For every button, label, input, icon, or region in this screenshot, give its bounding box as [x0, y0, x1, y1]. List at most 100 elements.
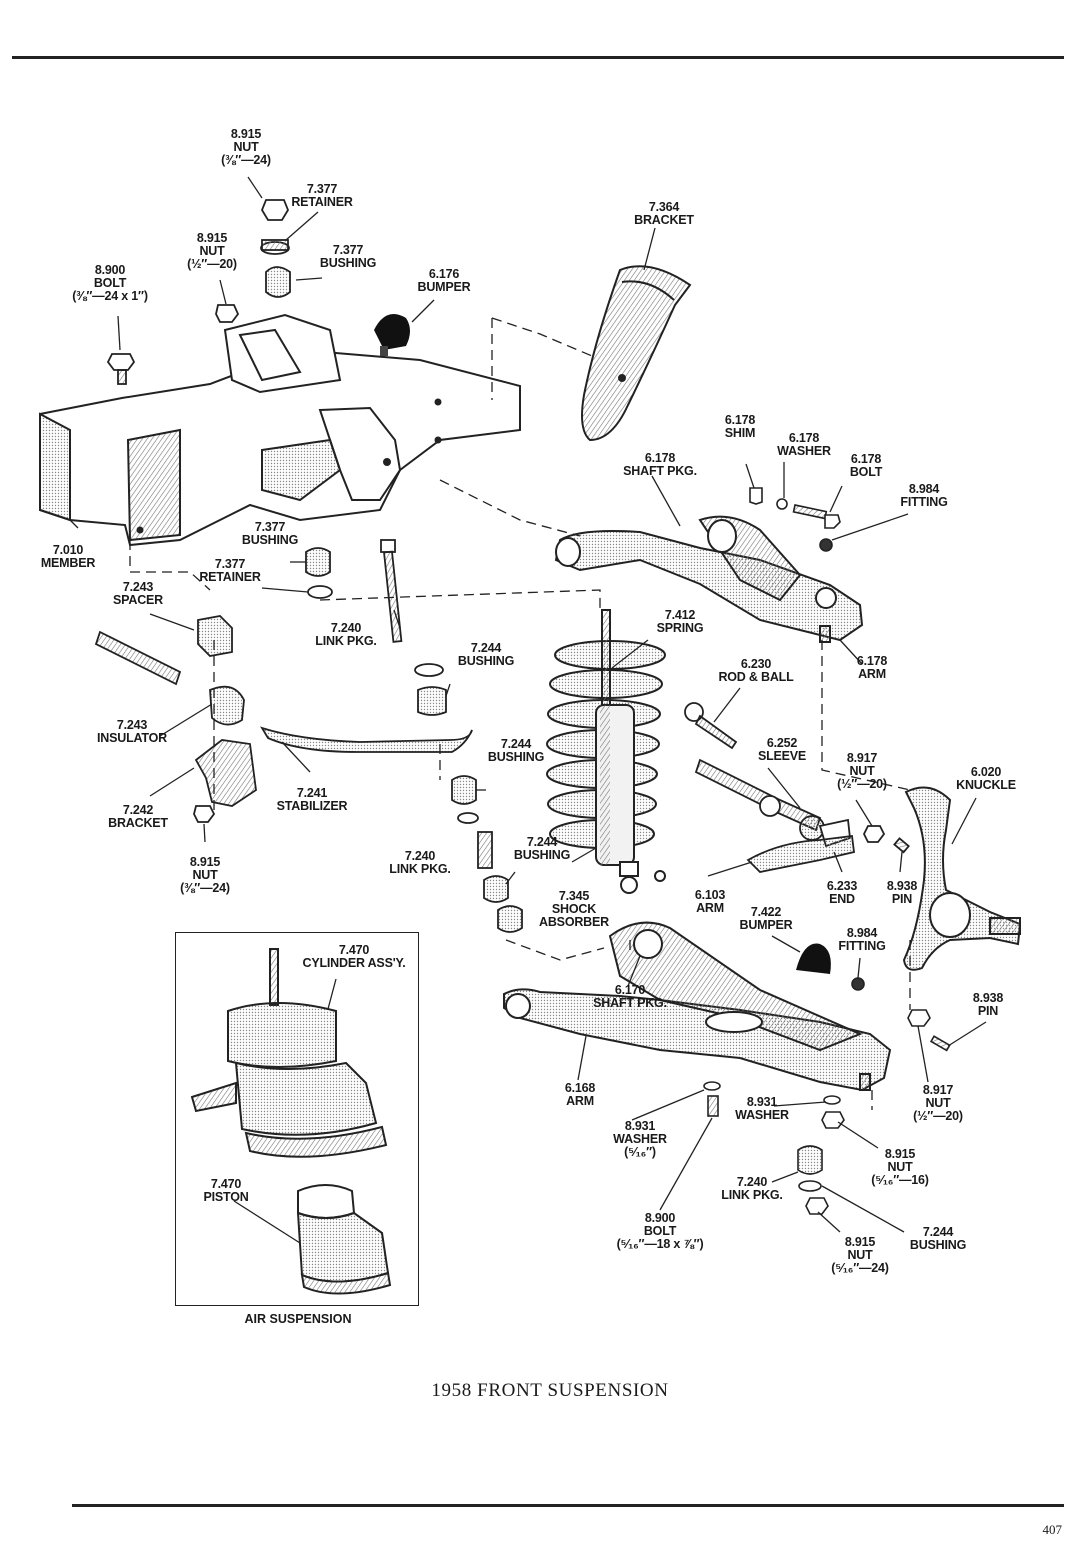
callout-line: 8.917: [922, 1083, 954, 1097]
callout-line: SPRING: [656, 621, 704, 635]
callout-line: 6.178: [644, 451, 676, 465]
callout-line: ARM: [858, 667, 886, 681]
callout-line: 6.170: [614, 983, 646, 997]
callout-line: STABILIZER: [276, 799, 348, 813]
callout-line: PIN: [977, 1004, 999, 1018]
stabilizer-link: [380, 539, 447, 716]
callout-line: SPACER: [113, 593, 163, 607]
callout-line: NUT: [849, 764, 875, 778]
callout-line: BUSHING: [457, 654, 515, 668]
callout-line: 7.240: [736, 1175, 768, 1189]
upper-control-arm: [554, 515, 864, 643]
callout-line: SLEEVE: [757, 749, 807, 763]
page-number: 407: [1042, 1522, 1063, 1537]
callout-line: 8.900: [644, 1211, 676, 1225]
callout-line: (⅜″—24): [180, 881, 230, 895]
callout-line: INSULATOR: [97, 731, 167, 745]
callout-line: 6.178: [724, 413, 756, 427]
callout-line: ROD & BALL: [718, 670, 794, 684]
callout-line: 7.345: [558, 889, 590, 903]
callout-line: LINK PKG.: [315, 634, 377, 648]
callout-line: SHAFT PKG.: [623, 464, 697, 478]
callout-line: NUT: [925, 1096, 951, 1110]
callout-line: 7.242: [122, 803, 154, 817]
callout-line: CYLINDER ASS'Y.: [302, 956, 406, 970]
callout-line: 8.938: [886, 879, 918, 893]
air-suspension-drawing: [190, 948, 392, 1295]
callout-line: 8.938: [972, 991, 1004, 1005]
callout-line: BUMPER: [739, 918, 793, 932]
shock-absorber: [595, 609, 666, 894]
callout-line: (⁵⁄₁₆″—16): [871, 1173, 929, 1187]
callout-line: (⅜″—24 x 1″): [72, 289, 148, 303]
callout-line: 7.470: [338, 943, 370, 957]
callout-line: 6.230: [740, 657, 772, 671]
callout-line: 8.915: [230, 127, 262, 141]
callout-line: (⁵⁄₁₆″—18 x ⅞″): [616, 1237, 704, 1251]
callout-line: BRACKET: [108, 816, 168, 830]
callout-line: BUSHING: [909, 1238, 967, 1252]
callout-line: 8.931: [746, 1095, 778, 1109]
callout-line: 8.917: [846, 751, 878, 765]
callout-line: 7.244: [500, 737, 532, 751]
callout-line: 8.931: [624, 1119, 656, 1133]
callout-line: MEMBER: [40, 556, 96, 570]
air-suspension-inset: [175, 932, 419, 1306]
callout-line: 6.103: [694, 888, 726, 902]
callout-line: 6.178: [788, 431, 820, 445]
callout-line: 7.377: [332, 243, 364, 257]
assembly-lines: [129, 317, 911, 1110]
callout-line: END: [829, 892, 855, 906]
callout-line: LINK PKG.: [721, 1188, 783, 1202]
callout-line: NUT: [192, 868, 218, 882]
lower-bumper: [796, 943, 831, 974]
callout-line: BOLT: [849, 465, 883, 479]
frame-bushing-stack: [305, 547, 333, 599]
callout-line: 6.178: [856, 654, 888, 668]
callout-line: 7.244: [526, 835, 558, 849]
callout-line: 7.243: [122, 580, 154, 594]
callout-line: (½″—20): [913, 1109, 963, 1123]
callout-line: ARM: [566, 1094, 594, 1108]
callout-line: 8.915: [189, 855, 221, 869]
callout-line: NUT: [199, 244, 225, 258]
page-title: 1958 FRONT SUSPENSION: [431, 1380, 669, 1401]
callout-line: BOLT: [643, 1224, 677, 1238]
callout-line: 6.178: [850, 452, 882, 466]
callout-line: WASHER: [735, 1108, 789, 1122]
callout-line: 7.243: [116, 718, 148, 732]
upper-bracket: [581, 265, 692, 442]
steering-linkage: [684, 702, 910, 873]
frame-member: [39, 313, 521, 547]
callout-line: FITTING: [838, 939, 886, 953]
callout-line: RETAINER: [291, 195, 353, 209]
